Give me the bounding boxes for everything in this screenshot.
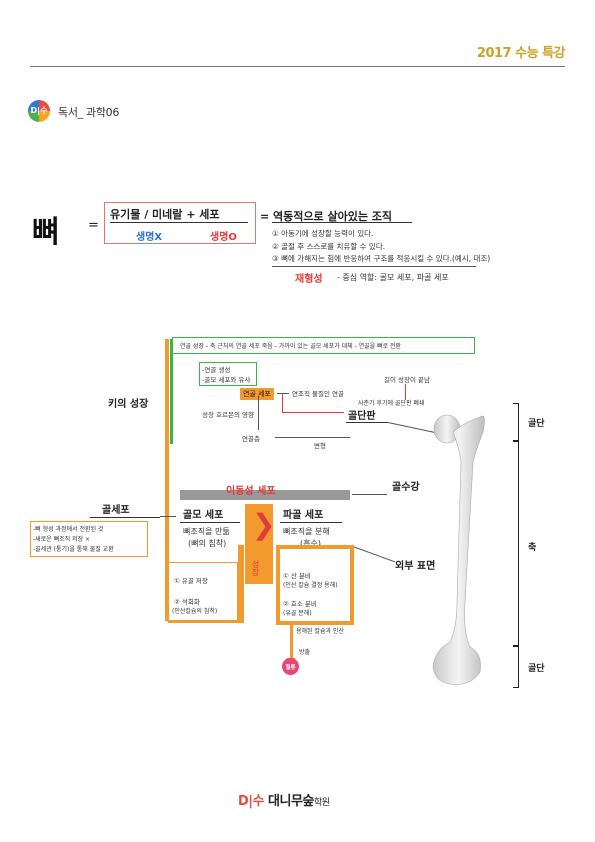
ob-function-2b: (인산칼슘의 침착) <box>172 608 218 615</box>
osteoclast-underline <box>280 522 342 523</box>
oc-function-1b: (인산 칼슘 결정 용해) <box>283 582 338 589</box>
osteoblast-desc-2: (뼈의 침착) <box>188 539 227 548</box>
growth-plate-label: 골단판 <box>348 411 376 422</box>
release-label: 방출 <box>299 649 311 656</box>
equals-sign: = <box>88 218 99 233</box>
growth-label: 성장 <box>251 560 260 576</box>
top-note-box <box>172 337 475 354</box>
osteocyte-underline <box>90 517 160 518</box>
alive-label: 생명O <box>210 232 237 243</box>
academy-logo-icon: D|수 <box>28 100 50 122</box>
osteocyte-notes-box <box>30 521 148 557</box>
osteocyte-link <box>160 516 176 517</box>
epiphysis-bottom-bracket <box>513 646 519 688</box>
marrow-label: 골수강 <box>392 482 420 493</box>
main-orange-bar <box>165 339 169 621</box>
header-title: 2017 수능 특강 <box>476 46 566 61</box>
osteoblast-desc-1: 뼈조직을 만듦 <box>183 527 230 536</box>
composition-box <box>104 202 256 244</box>
blood-circle <box>282 658 299 675</box>
growth-end-note: 사춘기 후기에 골단판 폐쇄 <box>358 400 425 407</box>
cartilage-note-1: -연골 생성 <box>202 366 231 374</box>
epiphysis-bottom-label: 골단 <box>528 664 545 674</box>
dead-label: 생명X <box>136 232 163 243</box>
cartilage-cell-tag: 연골 세포 <box>240 388 274 400</box>
growth-block <box>245 504 273 584</box>
mobile-cell-label: 이동성 세포 <box>226 486 276 497</box>
oc-bottom-bar <box>276 621 354 625</box>
red-link-line <box>282 393 283 413</box>
oc-top-bar <box>280 545 350 549</box>
osteoclast-desc-2: (흡수) <box>300 539 321 548</box>
result-text: = 역동적으로 살아있는 조직 <box>260 210 393 223</box>
growth-end-arrow <box>405 384 406 400</box>
property-1: ① 아동기에 성장할 능력이 있다. <box>272 229 374 238</box>
marrow-pointer <box>352 494 387 495</box>
outer-surface-pointer <box>349 545 396 563</box>
bone-char: 뼈 <box>32 215 60 250</box>
oc-function-2: ② 효소 분비 <box>283 600 317 608</box>
femur-illustration <box>432 414 485 685</box>
cartilage-note-2: -골모 세포와 유사 <box>202 376 251 384</box>
composition-text: 유기물 / 미네랄 + 세포 <box>110 208 220 221</box>
growth-end-label: 길이 성장이 끝남 <box>384 376 430 384</box>
osteocyte-note-1: -뼈 형성 과정에서 전환된 것 <box>33 526 104 533</box>
osteoblast-underline <box>180 522 240 523</box>
shaft-bracket <box>513 441 519 646</box>
footer-suffix: 학원 <box>313 798 330 808</box>
growth-green-bar <box>170 339 173 444</box>
connector-line <box>277 393 289 394</box>
down-arrow-line <box>258 396 259 430</box>
osteocyte-note-3: -골세관 (통기)을 통해 물질 교환 <box>33 546 114 553</box>
epiphysis-top-label: 골단 <box>528 419 545 429</box>
oc-function-2b: (유골 분해) <box>283 610 312 617</box>
epiphysis-top-bracket <box>513 403 519 441</box>
blood-label: 혈류 <box>285 665 296 671</box>
logo-text: D|수 <box>30 106 48 115</box>
change-label: 변형 <box>314 442 326 450</box>
ob-function-1: ① 유골 저장 <box>174 577 208 585</box>
oc-function-1: ① 산 분비 <box>283 572 311 580</box>
hormone-label: 성장 호르몬의 영향 <box>202 411 254 419</box>
remodel-text: - 중심 역할: 골모 세포, 파골 세포 <box>337 273 449 282</box>
calcified-label: 연골층 <box>242 435 260 443</box>
header-divider <box>30 66 565 67</box>
footer-mark: D|수 <box>238 794 265 809</box>
oc-side-bar <box>276 545 280 625</box>
footer-logo: D|수 대니무숲학원 <box>238 790 330 809</box>
ob-function-2: ② 석회화 <box>174 598 200 606</box>
property-3: ③ 뼈에 가해지는 힘에 반응하여 구조를 적응시킬 수 있다.(예시, 대조) <box>272 254 491 263</box>
property-2: ② 골절 후 스스로를 치유할 수 있다. <box>272 242 386 251</box>
remodel-key: 재형성 <box>295 274 323 285</box>
osteocyte-label: 골세포 <box>102 505 130 516</box>
oc-right-bar <box>350 545 354 625</box>
dissolved-label: 용해된 칼슘과 인산 <box>296 628 344 635</box>
section-subtitle: 독서_ 과학06 <box>58 106 120 119</box>
ob-side-bar <box>238 545 244 623</box>
red-link-line-2 <box>282 412 344 413</box>
result-underline <box>272 222 412 223</box>
change-arrow-line <box>275 437 350 438</box>
remodel-divider <box>272 266 476 267</box>
shaft-label: 축 <box>528 543 537 553</box>
ob-bottom-bar <box>168 620 244 623</box>
release-arrow-shaft <box>290 625 293 661</box>
composition-underline <box>110 222 248 223</box>
osteocyte-note-2: -새로운 뼈조직 저장 × <box>33 536 91 543</box>
outer-surface-label: 외부 표면 <box>395 561 436 572</box>
connective-label: 연조직 물질인 연골 <box>292 390 344 398</box>
mobile-cell-bar <box>180 490 350 500</box>
top-note: 연골 성장 - 축 근처의 연골 세포 죽음 - 가까이 있는 골모 세포가 대… <box>180 343 402 350</box>
growth-plate-underline <box>346 422 388 423</box>
height-growth-label: 키의 성장 <box>108 399 149 410</box>
osteoclast-label: 파골 세포 <box>283 510 324 521</box>
osteoblast-label: 골모 세포 <box>183 510 224 521</box>
cartilage-notes-box <box>199 362 257 386</box>
chevron-right-icon: ❯ <box>252 508 276 541</box>
osteoclast-desc-1: 뼈조직을 분해 <box>283 527 330 536</box>
footer-academy: 대니무숲 <box>268 794 314 809</box>
